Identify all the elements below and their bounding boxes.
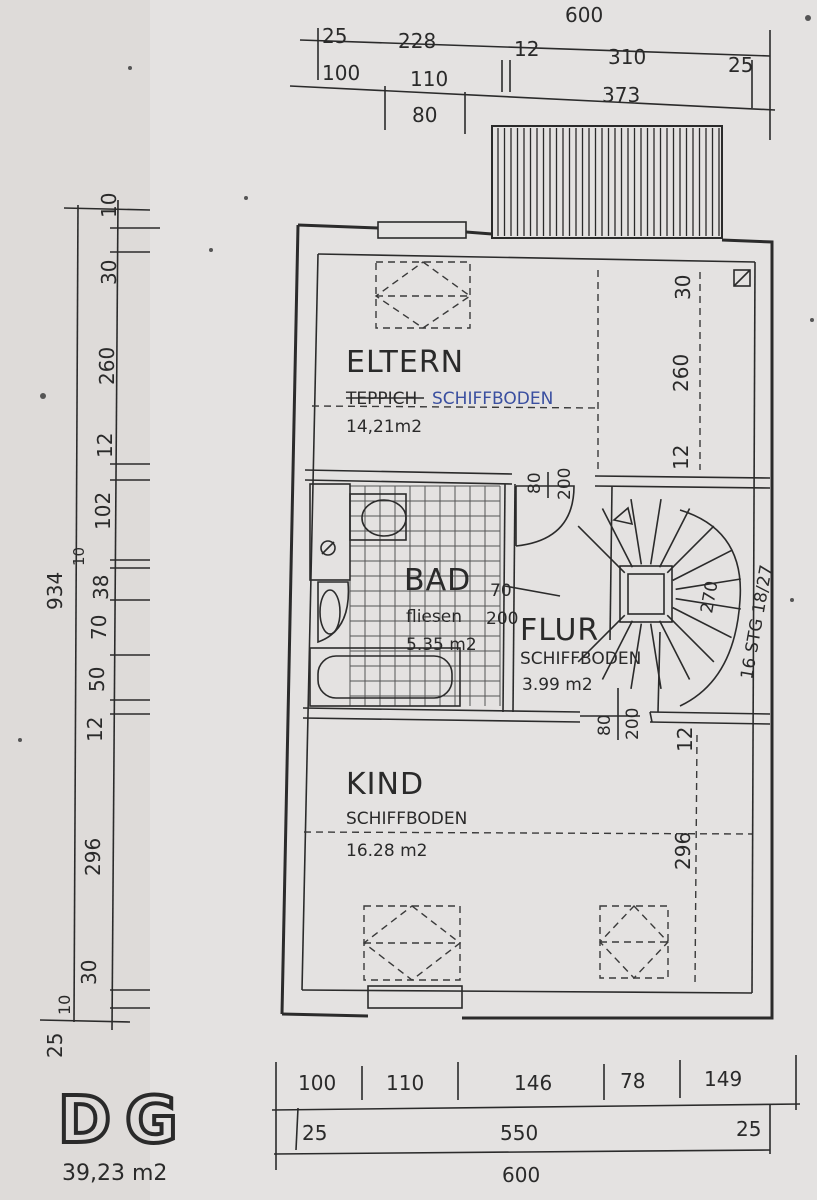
interior-walls xyxy=(302,469,771,725)
dim-top-80: 80 xyxy=(412,103,437,127)
dim-top-310: 310 xyxy=(608,45,646,69)
bathroom-fixtures xyxy=(309,483,461,707)
floor-kind: SCHIFFBODEN xyxy=(346,809,467,829)
dim-top-25b: 25 xyxy=(728,53,753,77)
bottom-dimension-chain: 100 110 146 78 149 25 550 25 600 xyxy=(271,1055,801,1187)
room-kind: KIND SCHIFFBODEN 16.28 m2 xyxy=(346,767,467,861)
area-bad: 5.35 m2 xyxy=(406,635,477,655)
area-flur: 3.99 m2 xyxy=(522,675,593,695)
dim-bottom-146: 146 xyxy=(514,1071,552,1095)
dim-left-30: 30 xyxy=(97,260,121,285)
floor-bad: fliesen xyxy=(406,607,462,627)
dim-left-30b: 30 xyxy=(77,960,101,985)
area-kind: 16.28 m2 xyxy=(346,841,427,861)
dim-bottom-550: 550 xyxy=(500,1121,538,1145)
floor-label: DG 39,23 m2 xyxy=(56,1082,192,1186)
dim-right-260: 260 xyxy=(669,354,693,392)
dim-right-296: 296 xyxy=(671,832,695,870)
dim-left-12: 12 xyxy=(93,433,117,458)
room-name-bad: BAD xyxy=(404,563,471,598)
dim-left-38: 38 xyxy=(89,575,113,600)
dim-bottom-25b: 25 xyxy=(736,1117,761,1141)
dim-bottom-149: 149 xyxy=(704,1067,742,1091)
door-bad-width: 70 xyxy=(490,581,512,601)
room-name-eltern: ELTERN xyxy=(346,345,464,380)
door-bad xyxy=(504,585,561,597)
dim-left-70: 70 xyxy=(87,615,111,640)
dim-left-296: 296 xyxy=(81,838,105,876)
dim-top-total: 600 xyxy=(565,3,603,27)
room-bad: BAD fliesen 5.35 m2 70 200 xyxy=(404,563,518,655)
dim-bottom-100: 100 xyxy=(298,1071,336,1095)
dim-top-110: 110 xyxy=(410,67,448,91)
dim-left-102: 102 xyxy=(91,492,115,530)
outer-walls xyxy=(280,221,774,1020)
dim-bottom-110: 110 xyxy=(386,1071,424,1095)
dim-bottom-78: 78 xyxy=(620,1069,645,1093)
dim-left-10b: 10 xyxy=(70,547,88,566)
room-eltern: ELTERN TEPPICH SCHIFFBODEN 14,21m2 xyxy=(345,345,553,437)
dim-left-25: 25 xyxy=(43,1033,67,1058)
dim-left-12b: 12 xyxy=(83,717,107,742)
top-dimension-chain: 600 25 228 12 310 25 100 110 373 80 xyxy=(289,3,776,140)
dim-top-12: 12 xyxy=(514,37,539,61)
bathroom-tiles xyxy=(349,485,501,706)
floor-new-eltern: SCHIFFBODEN xyxy=(432,389,553,409)
door-kind-width: 80 xyxy=(595,714,615,736)
dim-left-10c: 10 xyxy=(55,995,74,1015)
dim-left-50: 50 xyxy=(85,667,109,692)
dim-right-30: 30 xyxy=(671,275,695,300)
door-eltern-height: 200 xyxy=(555,468,575,500)
dim-bottom-25: 25 xyxy=(302,1121,327,1145)
floor-code: DG xyxy=(58,1084,192,1158)
paper-specks xyxy=(18,15,814,742)
dim-bottom-total: 600 xyxy=(502,1163,540,1187)
dim-top-373: 373 xyxy=(602,83,640,107)
dim-top-25: 25 xyxy=(322,24,347,48)
balcony-grating xyxy=(491,125,723,239)
dim-right-12b: 12 xyxy=(673,727,697,752)
room-name-flur: FLUR xyxy=(520,613,599,648)
dim-left-10: 10 xyxy=(97,193,121,218)
dim-right-12: 12 xyxy=(669,445,693,470)
door-eltern-width: 80 xyxy=(525,472,545,494)
left-dimension-chain: 10 30 260 12 102 10 38 70 50 12 296 30 1… xyxy=(39,193,160,1058)
dim-top-228: 228 xyxy=(398,29,436,53)
dim-top-100: 100 xyxy=(322,61,360,85)
right-inner-dims: 30 260 12 12 296 xyxy=(669,275,697,870)
dashed-lines xyxy=(303,270,753,986)
door-bad-height: 200 xyxy=(486,609,518,629)
skylight-eltern xyxy=(374,261,472,329)
room-name-kind: KIND xyxy=(346,767,424,802)
area-eltern: 14,21m2 xyxy=(346,417,422,437)
floor-flur: SCHIFFBODEN xyxy=(520,649,641,669)
door-eltern xyxy=(515,485,575,547)
door-kind-height: 200 xyxy=(623,708,643,740)
room-flur: FLUR SCHIFFBODEN 3.99 m2 xyxy=(520,613,641,695)
staircase xyxy=(577,269,751,707)
skylight-kind-left xyxy=(362,905,462,981)
floor-struck-eltern: TEPPICH xyxy=(345,389,417,409)
door-dims: 80 200 80 200 xyxy=(525,468,643,740)
skylight-kind-right xyxy=(599,904,669,980)
dim-left-total: 934 xyxy=(43,572,67,610)
dim-left-260: 260 xyxy=(95,347,119,385)
total-area: 39,23 m2 xyxy=(62,1161,167,1186)
